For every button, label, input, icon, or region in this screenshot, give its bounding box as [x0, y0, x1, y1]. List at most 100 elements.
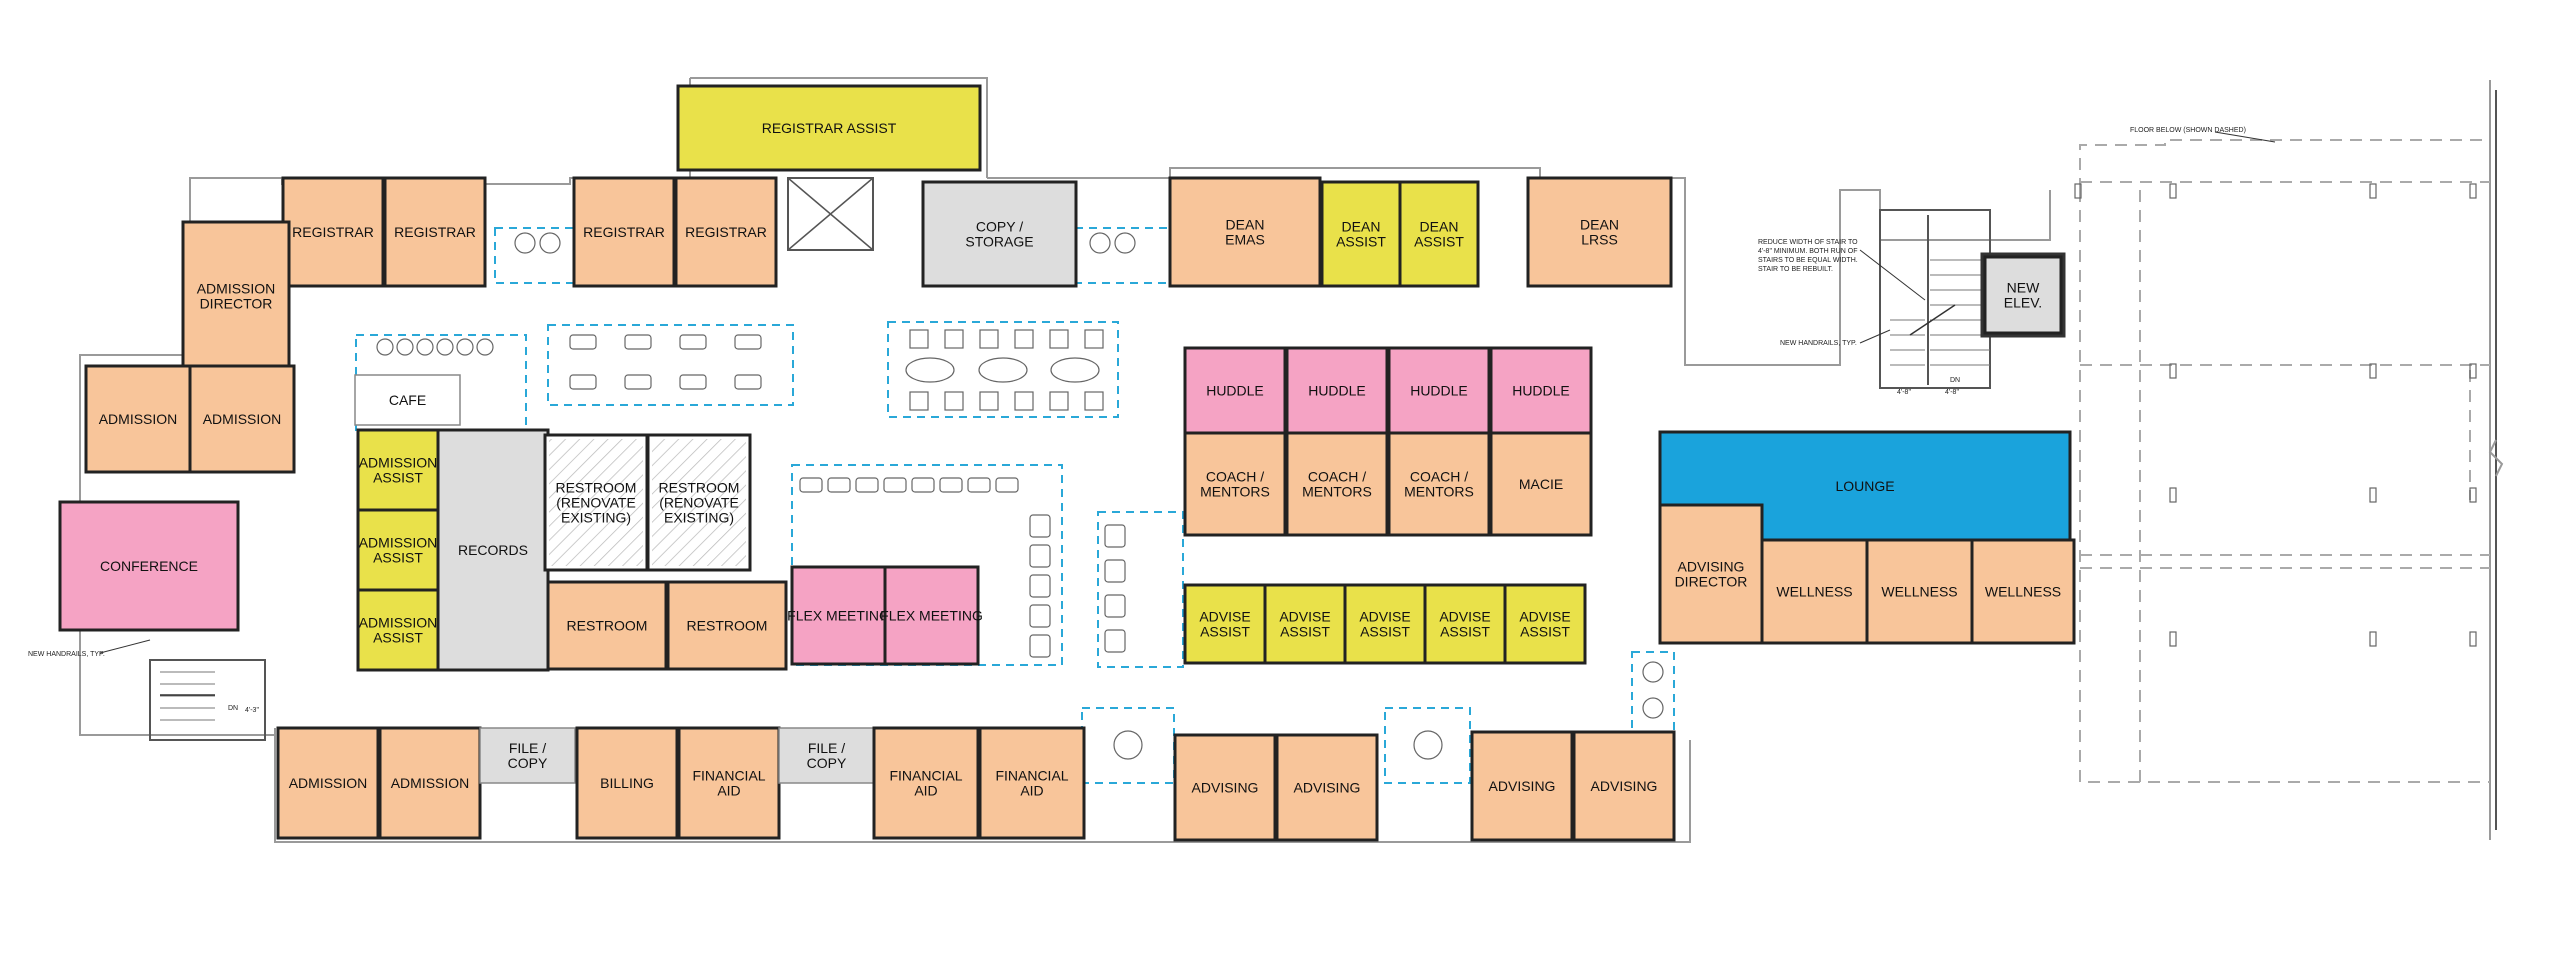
room-label-huddle-3-0: HUDDLE	[1410, 383, 1468, 399]
room-label-new-elev-0: NEW	[2007, 280, 2040, 296]
note-dn-left: DN	[228, 705, 238, 712]
room-fill-registrar-3	[572, 176, 676, 288]
room-label-macie-0: MACIE	[1519, 476, 1563, 492]
room-fill-registrar-assist	[676, 84, 982, 172]
room-label-admission-assist-1-1: ASSIST	[373, 470, 423, 486]
room-label-admission-b2-0: ADMISSION	[391, 775, 470, 791]
right-stair	[1879, 209, 1991, 389]
room-fill-huddle-4	[1489, 346, 1593, 435]
room-fill-advise-assist-4	[1423, 583, 1507, 665]
room-fill-registrar-4	[674, 176, 778, 288]
room-label-advising-director-0: ADVISING	[1678, 559, 1745, 575]
room-label-cafe-0: CAFE	[389, 392, 426, 408]
room-fill-advising-director	[1658, 503, 1764, 645]
room-fill-cafe	[354, 374, 461, 426]
shaft	[787, 177, 874, 251]
room-fill-financial-aid-3	[978, 726, 1086, 840]
room-label-admission-1-0: ADMISSION	[99, 411, 178, 427]
room-label-coach-3-0: COACH /	[1410, 469, 1468, 485]
room-fill-admission-1	[84, 364, 192, 474]
common-furniture	[376, 232, 1664, 760]
room-label-advising-3-0: ADVISING	[1489, 778, 1556, 794]
room-label-dean-emas-1: EMAS	[1225, 232, 1265, 248]
room-label-financial-aid-3-1: AID	[1020, 783, 1043, 799]
room-label-copy-storage-1: STORAGE	[965, 234, 1033, 250]
room-fill-wellness-1	[1760, 538, 1869, 645]
room-label-advise-assist-5-1: ASSIST	[1520, 624, 1570, 640]
room-fill-new-elev	[1983, 255, 2063, 335]
room-label-restroom-reno-1-1: (RENOVATE	[556, 495, 636, 511]
room-fill-dean-assist-1	[1320, 180, 1402, 288]
room-label-admission-director-0: ADMISSION	[197, 281, 276, 297]
room-label-dean-assist-1-0: DEAN	[1342, 219, 1381, 235]
room-fill-advising-2	[1275, 733, 1379, 842]
room-fill-macie	[1489, 431, 1593, 537]
room-admission-b2: ADMISSION	[378, 726, 482, 840]
room-label-dean-assist-1-1: ASSIST	[1336, 234, 1386, 250]
hatch-restroom-reno-1	[549, 439, 643, 566]
room-conference: CONFERENCE	[58, 500, 240, 632]
room-fill-financial-aid-2	[872, 726, 980, 840]
room-fill-coach-3	[1387, 431, 1491, 537]
room-fill-conference	[58, 500, 240, 632]
note-floor-below: FLOOR BELOW (SHOWN DASHED)	[2130, 127, 2246, 134]
room-label-registrar-assist-0: REGISTRAR ASSIST	[762, 120, 897, 136]
room-label-restroom-2-0: RESTROOM	[687, 618, 768, 634]
room-advising-3: ADVISING	[1470, 730, 1574, 842]
room-label-dean-assist-2-1: ASSIST	[1414, 234, 1464, 250]
room-huddle-2: HUDDLE	[1285, 346, 1389, 435]
room-file-copy-1: FILE /COPY	[479, 727, 576, 784]
room-fill-huddle-1	[1183, 346, 1287, 435]
room-fill-financial-aid-1	[677, 726, 781, 840]
room-fill-flex-meeting-2	[883, 565, 980, 666]
room-label-records-0: RECORDS	[458, 542, 528, 558]
room-label-financial-aid-1-0: FINANCIAL	[692, 768, 765, 784]
room-admission-1: ADMISSION	[84, 364, 192, 474]
room-wellness-2: WELLNESS	[1865, 538, 1974, 645]
room-fill-registrar-1	[281, 176, 385, 288]
room-fill-admission-b2	[378, 726, 482, 840]
room-label-admission-assist-3-1: ASSIST	[373, 630, 423, 646]
room-fill-restroom-2	[666, 580, 788, 671]
room-fill-huddle-2	[1285, 346, 1389, 435]
room-label-conference-0: CONFERENCE	[100, 558, 198, 574]
room-label-dean-emas-0: DEAN	[1226, 217, 1265, 233]
room-wellness-3: WELLNESS	[1970, 538, 2076, 645]
room-records: RECORDS	[436, 428, 550, 672]
room-label-advise-assist-1-0: ADVISE	[1199, 609, 1250, 625]
room-label-wellness-1-0: WELLNESS	[1776, 584, 1852, 600]
room-label-advise-assist-5-0: ADVISE	[1519, 609, 1570, 625]
room-label-file-copy-2-0: FILE /	[808, 740, 845, 756]
room-label-financial-aid-2-1: AID	[914, 783, 937, 799]
room-fill-dean-emas	[1168, 176, 1322, 288]
room-fill-dean-lrss	[1526, 176, 1673, 288]
room-fill-admission-2	[188, 364, 296, 474]
room-label-advise-assist-2-1: ASSIST	[1280, 624, 1330, 640]
room-registrar-1: REGISTRAR	[281, 176, 385, 288]
room-label-registrar-4-0: REGISTRAR	[685, 224, 767, 240]
room-huddle-4: HUDDLE	[1489, 346, 1593, 435]
note-dim-stair-b: 4'-8"	[1945, 389, 1959, 396]
room-fill-file-copy-1	[479, 727, 576, 784]
room-label-advising-4-0: ADVISING	[1591, 778, 1658, 794]
room-advising-1: ADVISING	[1173, 733, 1277, 842]
room-label-financial-aid-2-0: FINANCIAL	[889, 768, 962, 784]
room-label-admission-b1-0: ADMISSION	[289, 775, 368, 791]
room-billing: BILLING	[575, 726, 679, 840]
room-label-registrar-1-0: REGISTRAR	[292, 224, 374, 240]
room-label-billing-0: BILLING	[600, 775, 654, 791]
room-fill-advising-1	[1173, 733, 1277, 842]
room-fill-huddle-3	[1387, 346, 1491, 435]
room-label-admission-assist-3-0: ADMISSION	[359, 615, 438, 631]
